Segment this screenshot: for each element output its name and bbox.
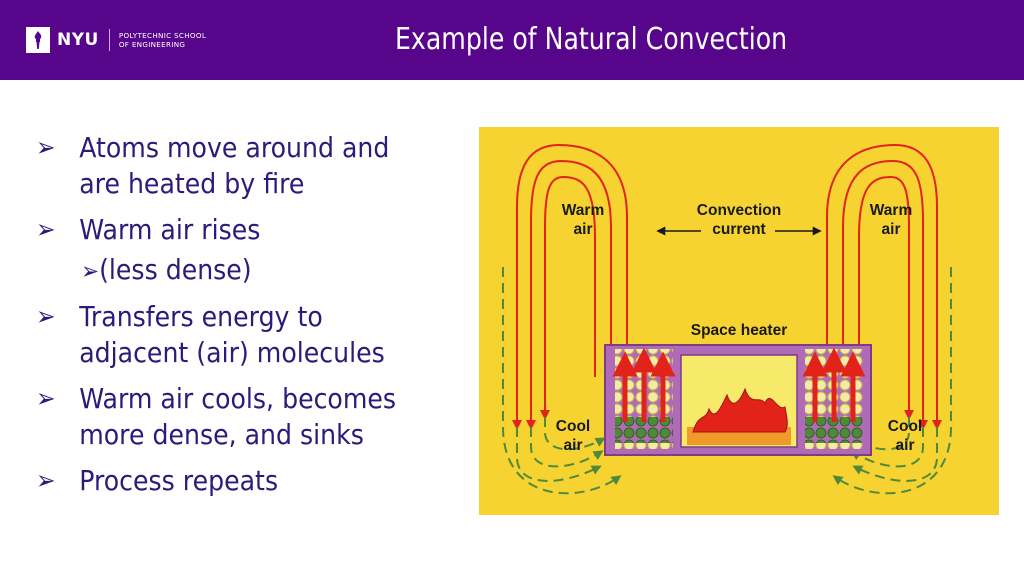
bullet-item: ➢ Atoms move around and are heated by fi… bbox=[36, 130, 432, 202]
torch-icon bbox=[26, 27, 50, 53]
bullet-line: Transfers energy to bbox=[79, 300, 323, 333]
bullet-line: Warm air rises bbox=[79, 213, 261, 246]
header-bar: NYU POLYTECHNIC SCHOOL OF ENGINEERING Ex… bbox=[0, 0, 1024, 80]
school-line-2: OF ENGINEERING bbox=[118, 40, 186, 49]
slide-title: Example of Natural Convection bbox=[395, 22, 788, 57]
bullet-line: are heated by fire bbox=[79, 167, 305, 200]
logo-divider bbox=[108, 29, 110, 51]
school-name: POLYTECHNIC SCHOOL OF ENGINEERING bbox=[119, 31, 206, 49]
bullet-list: ➢ Atoms move around and are heated by fi… bbox=[36, 130, 476, 509]
arrow-bullet-icon: ➢ bbox=[36, 302, 56, 332]
school-line-1: POLYTECHNIC SCHOOL bbox=[118, 31, 207, 40]
bullet-item: ➢ Warm air cools, becomes more dense, an… bbox=[36, 381, 432, 453]
left-convection-loops bbox=[502, 143, 628, 495]
bullet-item: ➢ Transfers energy to adjacent (air) mol… bbox=[36, 299, 432, 371]
arrow-bullet-icon: ➢ bbox=[36, 384, 56, 414]
bullet-line: Atoms move around and bbox=[79, 131, 390, 164]
bullet-item: ➢ Process repeats bbox=[36, 463, 432, 499]
bullet-line: more dense, and sinks bbox=[79, 418, 364, 451]
space-heater bbox=[604, 344, 872, 456]
bullet-line: Process repeats bbox=[79, 464, 279, 497]
arrow-bullet-icon: ➢ bbox=[36, 133, 56, 163]
heater-flames bbox=[692, 387, 788, 433]
arrow-bullet-icon: ➢ bbox=[36, 466, 56, 496]
nyu-logo-text: NYU bbox=[57, 30, 99, 50]
bullet-line: Warm air cools, becomes bbox=[79, 382, 397, 415]
bullet-line: (less dense) bbox=[99, 253, 252, 286]
space-heater-label: Space heater bbox=[691, 322, 788, 339]
diagram-background bbox=[479, 127, 999, 515]
arrow-bullet-icon: ➢ bbox=[36, 215, 56, 245]
nyu-logo: NYU POLYTECHNIC SCHOOL OF ENGINEERING bbox=[26, 25, 206, 55]
bullet-item: ➢ Warm air rises bbox=[36, 212, 432, 248]
arrow-bullet-icon: ➢ bbox=[81, 257, 100, 285]
bullet-line: adjacent (air) molecules bbox=[79, 336, 385, 369]
sub-bullet-item: ➢(less dense) bbox=[36, 252, 432, 289]
